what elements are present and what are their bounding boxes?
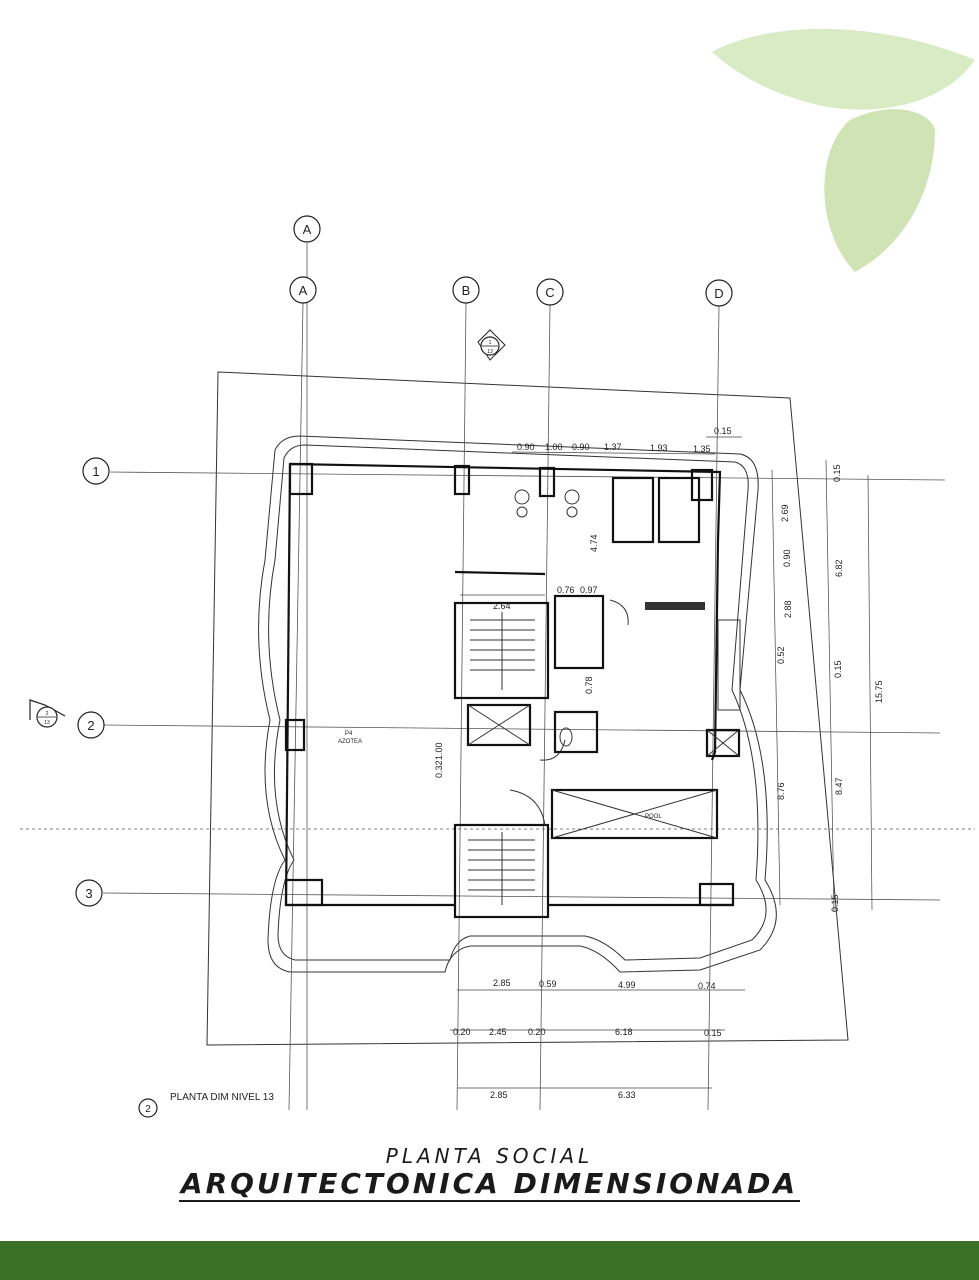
dimension-bottom-2-4: 6.18: [615, 1027, 633, 1037]
dimension-interior-5: 0.78: [584, 676, 594, 694]
dimension-overall: 15.75: [874, 680, 884, 703]
section-mark-left-sheet: 13: [44, 720, 50, 726]
grid-bubble-c: C: [545, 285, 554, 300]
dimension-top-4: 1.37: [604, 442, 622, 452]
toilet: [559, 727, 573, 747]
elevator-shaft: [466, 703, 532, 747]
room-label-pool: POOL: [645, 814, 662, 820]
section-mark-left: 2 13: [29, 699, 66, 728]
sheet-label: 2 PLANTA DIM NIVEL 13: [138, 1092, 274, 1118]
section-mark-top-sheet: 13: [487, 349, 493, 355]
dimensions-right: 2.69 0.90 2.88 0.52 8.76 0.15 6.82 0.15 …: [771, 459, 884, 913]
dimension-bottom-2-5: 0.15: [704, 1028, 722, 1038]
lobby-door-swing: [509, 789, 546, 826]
grid-bubble-2: 2: [87, 718, 94, 733]
section-mark-top: 1 13: [477, 329, 506, 361]
dimension-top-5: 1.93: [650, 443, 668, 453]
dimension-interior-6: 0.32: [434, 760, 444, 778]
dimension-bottom-3-1: 2.85: [490, 1090, 508, 1100]
footer-bar: [0, 1241, 979, 1280]
dimension-top-1: 0.90: [517, 442, 535, 452]
dimension-right-inner-1: 2.69: [780, 504, 790, 522]
grid-bubble-d: D: [714, 286, 723, 301]
leaf-top-shape: [712, 28, 975, 110]
column-n3: [690, 468, 714, 502]
grid-bubbles: A A B C D 1 2 3: [75, 215, 733, 907]
site-boundary: [206, 371, 849, 1046]
room-label-azotea: AZOTEA: [338, 739, 362, 745]
dimension-interior-2: 0.76: [557, 585, 575, 595]
bed-2: [657, 476, 701, 544]
dimension-right-inner-4: 0.52: [776, 646, 786, 664]
dimension-right-inner-3: 2.88: [783, 600, 793, 618]
stair-core-lower: [453, 823, 550, 919]
dimension-top-2: 1.00: [545, 442, 563, 452]
grid-bubble-a: A: [299, 283, 308, 298]
leaf-bottom-shape: [824, 109, 935, 272]
stair-core-upper: [453, 601, 550, 700]
dimension-top-6: 1.35: [693, 444, 711, 454]
column-nw: [288, 462, 314, 496]
dimension-interior-7: 1.00: [434, 742, 444, 760]
dimension-bottom-2-2: 2.45: [489, 1027, 507, 1037]
dimensions-bottom: 2.85 0.59 4.99 0.74 0.20 2.45 0.20 6.18 …: [450, 978, 745, 1100]
dimension-right-inner-5: 8.76: [776, 782, 786, 800]
dimension-top-7: 0.15: [714, 426, 732, 436]
dimension-bottom-2-1: 0.20: [453, 1027, 471, 1037]
dimension-bottom-1-2: 0.59: [539, 979, 557, 989]
section-mark-top-number: 1: [489, 340, 492, 346]
core-door-swing: [539, 739, 566, 761]
bed-1: [611, 476, 655, 544]
section-mark-left-number: 2: [46, 711, 49, 717]
dimension-bottom-1-3: 4.99: [618, 980, 636, 990]
dimension-interior-3: 0.97: [580, 585, 598, 595]
room-label-level: P4: [345, 731, 353, 737]
furniture-chairs: [514, 489, 580, 518]
terrace-outline: [258, 435, 777, 973]
column-n2: [538, 466, 556, 498]
dimension-bottom-1-4: 0.74: [698, 981, 716, 991]
stair-treads-lower: [468, 832, 535, 905]
dimension-top-3: 0.90: [572, 442, 590, 452]
bathroom-door-swing: [609, 599, 629, 626]
dimension-right-outer-5: 0.15: [830, 894, 840, 912]
sheet-number: 2: [145, 1104, 151, 1115]
sheet-title: PLANTA DIM NIVEL 13: [170, 1092, 274, 1103]
dimension-right-outer-2: 6.82: [834, 559, 844, 577]
caption-line-2-text: ARQUITECTONICA DIMENSIONADA: [178, 1167, 801, 1202]
grid-bubble-1: 1: [92, 464, 99, 479]
dimensions-interior: 2.64 0.76 0.97 4.74 0.78 0.32 1.00: [434, 534, 599, 778]
closet-hangers: [645, 602, 705, 610]
column-se: [698, 882, 735, 907]
column-w: [284, 718, 306, 752]
dimension-right-outer-1: 0.15: [832, 464, 842, 482]
dimension-interior-4: 4.74: [589, 534, 599, 552]
grid-bubble-b: B: [462, 283, 471, 298]
grid-bubble-3: 3: [85, 886, 92, 901]
dimension-interior-1: 2.64: [493, 601, 511, 611]
column-n1: [453, 464, 471, 496]
dimension-right-outer-4: 8.47: [834, 777, 844, 795]
dimension-bottom-2-3: 0.20: [528, 1027, 546, 1037]
grid-bubble-a-top: A: [303, 222, 312, 237]
pool: [550, 788, 719, 840]
dimension-bottom-3-2: 6.33: [618, 1090, 636, 1100]
caption-line-2: ARQUITECTONICA DIMENSIONADA: [0, 1167, 979, 1202]
caption-line-1: PLANTA SOCIAL: [385, 1144, 594, 1168]
bathroom-2: [553, 710, 599, 754]
column-sw: [284, 878, 324, 907]
terrace-outline-inner: [268, 444, 767, 961]
dimension-bottom-1-1: 2.85: [493, 978, 511, 988]
bathroom-1: [553, 594, 605, 670]
dimensions-top: 0.90 1.00 0.90 1.37 1.93 1.35 0.15: [511, 426, 742, 455]
dimension-right-inner-2: 0.90: [782, 549, 792, 567]
leaf-logo-icon: [712, 28, 975, 272]
kitchen-counter: [717, 619, 741, 711]
shaft-duct: [705, 728, 741, 758]
stair-treads-upper: [470, 612, 535, 690]
dimension-right-outer-3: 0.15: [833, 660, 843, 678]
